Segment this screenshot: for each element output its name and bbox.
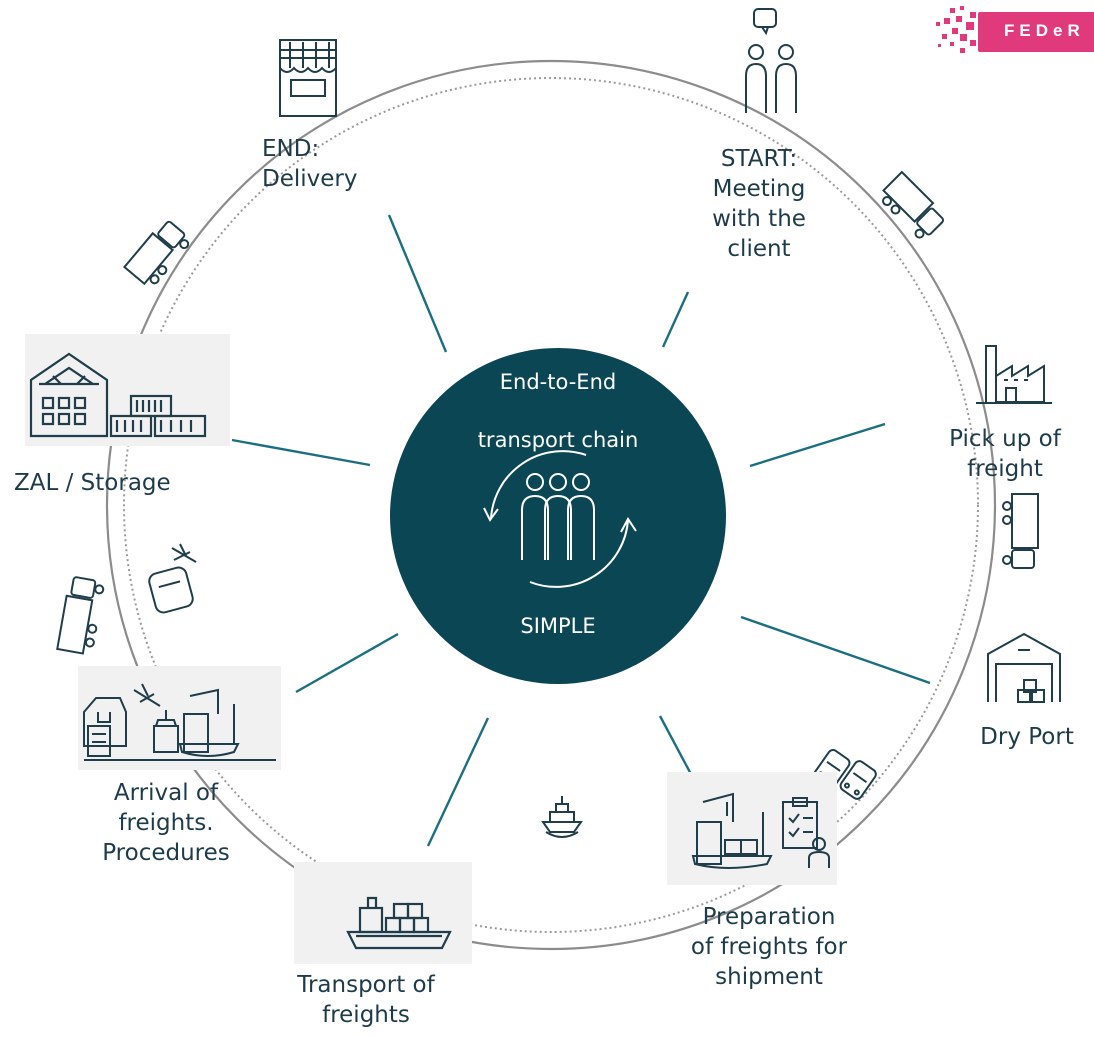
cruise-ship-icon [541, 796, 583, 838]
label-line: Dry Port [980, 724, 1074, 750]
center-simple-label: SIMPLE [520, 614, 596, 638]
spoke-zal [231, 438, 371, 467]
label-pickup: Pick up of freight [930, 424, 1080, 484]
meeting-icon [745, 8, 797, 113]
label-line: client [727, 236, 791, 262]
transport-image [294, 862, 472, 964]
label-line: ZAL / Storage [14, 470, 171, 496]
storage-image [25, 334, 230, 446]
label-line: freights. [118, 810, 214, 836]
spoke-pickup [749, 422, 886, 468]
label-line: Transport of [297, 972, 435, 998]
label-line: Delivery [262, 166, 358, 192]
warehouse-icon [987, 632, 1061, 703]
arrival-image [78, 666, 281, 770]
label-line: with the [712, 206, 806, 232]
label-line: freight [967, 456, 1043, 482]
train-plane-icon [148, 543, 197, 614]
label-line: Procedures [102, 840, 230, 866]
factory-icon [976, 345, 1052, 404]
truck-icon-left [56, 576, 105, 655]
truck-icon-top-left [123, 220, 190, 286]
label-line: freights [322, 1002, 410, 1028]
label-line: Arrival of [113, 780, 219, 806]
spoke-dry-port [740, 615, 931, 685]
preparation-image [667, 772, 837, 885]
feder-logo: FEDeR [930, 4, 1094, 60]
spoke-end-delivery [387, 214, 448, 353]
outer-ring-solid [105, 59, 997, 951]
label-zal-storage: ZAL / Storage [14, 468, 214, 498]
label-arrival: Arrival of freights. Procedures [76, 778, 256, 868]
label-transport: Transport of freights [276, 970, 456, 1030]
label-line: of freights for [690, 934, 848, 960]
port-checklist-icons [691, 792, 830, 869]
spoke-arrival [295, 632, 399, 694]
label-dry-port: Dry Port [962, 722, 1092, 752]
label-line: Pick up of [949, 426, 1061, 452]
inner-ring-dotted [123, 77, 979, 933]
cargo-ship-icon [346, 896, 452, 950]
label-end-delivery: END: Delivery [262, 134, 392, 194]
center-circle [390, 348, 726, 684]
shop-icon [279, 39, 337, 117]
arrival-icons [83, 683, 276, 761]
label-preparation: Preparation of freights for shipment [664, 902, 874, 992]
storage-warehouse-icon [29, 352, 207, 438]
label-line: START: [720, 146, 798, 172]
center-title-line1: End-to-End [499, 370, 617, 394]
label-line: END: [262, 136, 320, 162]
label-line: Meeting [712, 176, 806, 202]
label-line: Preparation [702, 904, 836, 930]
spoke-start [661, 291, 690, 348]
spoke-transport [426, 717, 490, 847]
logo-bar [978, 12, 1094, 52]
label-start-meeting: START: Meeting with the client [690, 144, 828, 264]
logo-text: FEDeR [1004, 21, 1085, 40]
truck-icon-right [1002, 493, 1039, 569]
truck-icon-top-right [882, 170, 945, 239]
team-cycle-icon [483, 450, 637, 588]
label-line: shipment [715, 964, 823, 990]
logo-dots-icon [936, 6, 976, 53]
center-title-line2: transport chain [477, 428, 639, 452]
